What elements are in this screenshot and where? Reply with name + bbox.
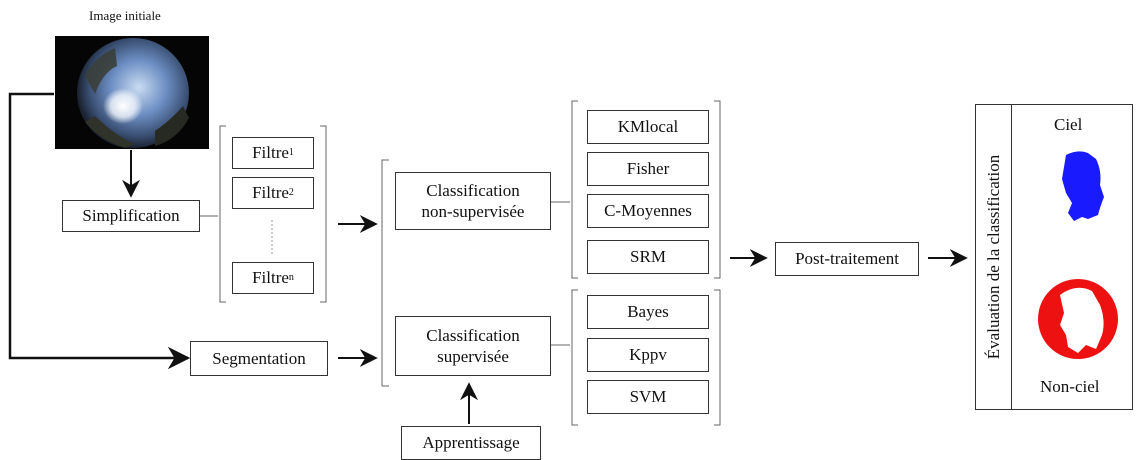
- method-bayes-box: Bayes: [587, 295, 709, 329]
- evaluation-title: Évaluation de la classification: [984, 154, 1003, 360]
- supervised-methods-bracket-right: [714, 289, 721, 426]
- method-svm-box: SVM: [587, 380, 709, 414]
- unsupervised-classification-box: Classification non-supervisée: [395, 172, 551, 230]
- method-fisher-box: Fisher: [587, 152, 709, 186]
- evaluation-title-column: Évaluation de la classification: [976, 105, 1012, 409]
- supervised-methods-bracket-left: [571, 289, 578, 426]
- sky-mask: [1062, 151, 1104, 221]
- filter-1-label: Filtre: [252, 143, 289, 163]
- post-processing-box: Post-traitement: [775, 242, 919, 276]
- non-sky-mask: [1038, 279, 1118, 359]
- filter-2-label: Filtre: [252, 183, 289, 203]
- simplification-box: Simplification: [62, 200, 200, 232]
- evaluation-panel: Évaluation de la classification Ciel Non…: [975, 104, 1133, 410]
- initial-image: [55, 36, 209, 149]
- segmentation-box: Segmentation: [190, 341, 328, 376]
- filter-n-subscript: n: [288, 271, 294, 283]
- unsupervised-methods-bracket-right: [714, 100, 721, 279]
- supervised-classification-box: Classification supervisée: [395, 316, 551, 376]
- unsupervised-line-1: Classification: [426, 180, 520, 200]
- sky-label: Ciel: [1054, 115, 1083, 134]
- filter-n-label: Filtre: [252, 268, 289, 288]
- unsupervised-line-2: non-supervisée: [421, 202, 525, 221]
- arrow-image-to-segmentation: [8, 92, 191, 370]
- filters-bracket-left: [219, 125, 226, 303]
- unsupervised-methods-bracket-left: [571, 100, 578, 279]
- initial-image-caption: Image initiale: [89, 8, 161, 23]
- supervised-line-2: supervisée: [437, 347, 509, 366]
- method-kmlocal-box: KMlocal: [587, 110, 709, 144]
- classification-bracket: [381, 159, 389, 387]
- filter-1-subscript: 1: [288, 146, 294, 158]
- non-sky-label: Non-ciel: [1040, 377, 1100, 396]
- method-srm-box: SRM: [587, 240, 709, 274]
- supervised-line-1: Classification: [426, 325, 520, 345]
- filters-bracket-right: [320, 125, 327, 303]
- method-cmeans-box: C-Moyennes: [587, 194, 709, 228]
- filter-2-subscript: 2: [288, 186, 294, 198]
- method-kppv-box: Kppv: [587, 338, 709, 372]
- learning-box: Apprentissage: [401, 426, 541, 460]
